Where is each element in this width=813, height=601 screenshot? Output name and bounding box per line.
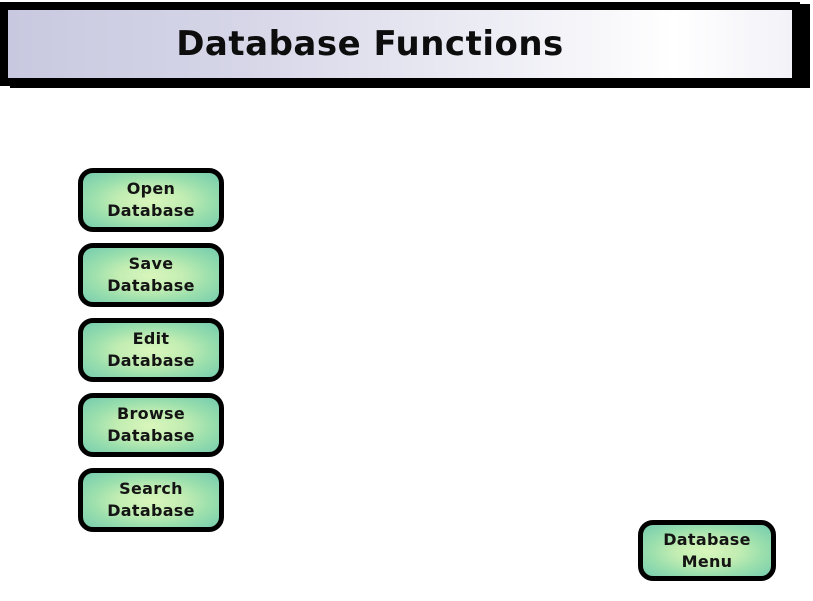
- save-database-button[interactable]: Save Database: [78, 243, 224, 307]
- search-database-button[interactable]: Search Database: [78, 468, 224, 532]
- edit-database-button[interactable]: Edit Database: [78, 318, 224, 382]
- search-database-button-label: Search Database: [107, 479, 195, 520]
- header-banner: Database Functions: [0, 2, 800, 86]
- database-menu-button-label: Database Menu: [663, 529, 751, 571]
- open-database-button[interactable]: Open Database: [78, 168, 224, 232]
- open-database-button-label: Open Database: [107, 179, 195, 220]
- database-menu-button[interactable]: Database Menu: [638, 520, 776, 581]
- save-database-button-label: Save Database: [107, 254, 195, 295]
- edit-database-button-label: Edit Database: [107, 329, 195, 370]
- browse-database-button-label: Browse Database: [107, 404, 195, 445]
- browse-database-button[interactable]: Browse Database: [78, 393, 224, 457]
- page-title: Database Functions: [176, 24, 564, 64]
